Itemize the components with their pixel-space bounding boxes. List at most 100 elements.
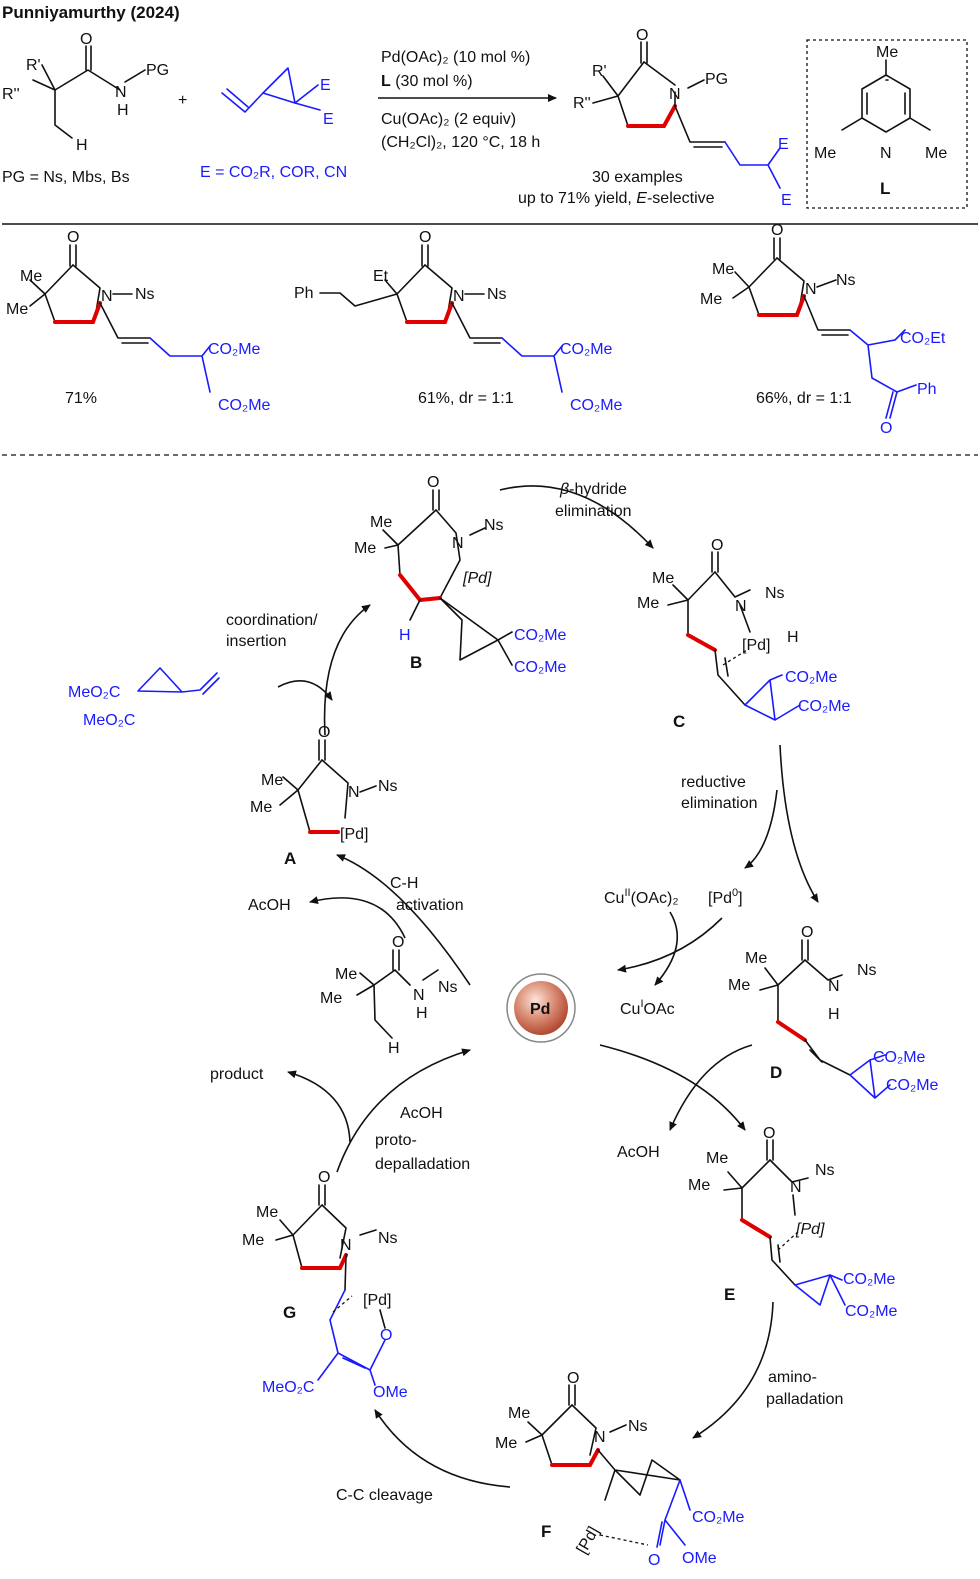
g-ome: OMe [373,1384,408,1401]
e-pd: [Pd] [795,1221,825,1238]
ligand-me-right: Me [925,145,947,162]
f-n: N [594,1429,606,1446]
step-coordination: coordination/ [226,612,318,629]
sm-ns: Ns [438,979,458,996]
condition-1: Pd(OAc)₂ (10 mol %) [381,49,530,66]
pg-definition-text: PG = Ns, Mbs, Bs [2,169,130,186]
e-o: O [763,1125,775,1142]
example-2-sub2: Ph [294,285,314,302]
c-g1: CO₂Me [785,669,838,686]
d-me1: Me [745,950,767,967]
intermediate-d: O N Ns H Me Me CO₂Me CO₂Me D [728,924,939,1099]
c-o: O [711,537,723,554]
condition-2: L (30 mol %) [381,73,473,90]
example-1-yield: 71% [65,390,97,407]
d-label: D [770,1063,782,1082]
ligand-structure: Me Me Me N L [814,44,947,198]
step-ch: C-H [390,875,418,892]
sm-me2: Me [320,990,342,1007]
b-me1: Me [370,514,392,531]
example-2: O N Ns Et Ph CO₂Me CO₂Me 61%, dr = 1:1 [294,229,623,414]
e-me1: Me [706,1150,728,1167]
example-1-ns: Ns [135,286,155,303]
product-e2: E [781,192,792,209]
pd0-ox: 0 [732,887,738,899]
example-3-sub1: Me [712,261,734,278]
f-o2: O [648,1552,660,1569]
b-g2: CO₂Me [514,659,567,676]
example-3-yield: 66%, dr = 1:1 [756,390,852,407]
summary-yield: up to 71% yield, E-selective [518,190,715,207]
e-label: E [724,1285,735,1304]
a-me1: Me [261,772,283,789]
d-g1: CO₂Me [873,1049,926,1066]
reagent-e2: E [323,111,334,128]
example-1-n: N [101,288,113,305]
d-g2: CO₂Me [886,1077,939,1094]
ligand-me-top: Me [876,44,898,61]
example-3-g1: CO₂Et [900,330,946,347]
c-label: C [673,712,685,731]
species-acoh-3: AcOH [617,1144,660,1161]
example-2-g1: CO₂Me [560,341,613,358]
cycle-arrows [277,485,819,1488]
cu2-symbol: Cu [604,890,624,907]
pd0-symbol: [Pd [708,890,732,907]
b-pd: [Pd] [462,570,492,587]
cycle-starting-amide: O N Ns H H Me Me [320,934,458,1057]
summary-examples: 30 examples [592,169,683,186]
b-label: B [410,653,422,672]
ligand-label: L [880,179,890,198]
g-n: N [340,1237,352,1254]
e-n: N [790,1179,802,1196]
b-o: O [427,474,439,491]
substrate-nh: H [117,102,129,119]
vcp-g1: MeO₂C [68,684,120,701]
ligand-loading: (30 mol %) [391,73,473,90]
g-me1: Me [256,1204,278,1221]
cu1-symbol: Cu [620,1001,640,1018]
intermediate-b: O N Ns [Pd] Me Me H CO₂Me CO₂Me B [354,474,567,676]
c-n: N [735,598,747,615]
species-pd0: [Pd0] [708,887,743,907]
g-pd: [Pd] [363,1292,391,1309]
example-2-yield: 61%, dr = 1:1 [418,390,514,407]
f-o: O [567,1370,579,1387]
substrate: O N H PG R' R'' H PG [2,31,169,154]
substrate-r1: R' [26,57,41,74]
b-ns: Ns [484,517,504,534]
a-pd: [Pd] [340,826,368,843]
b-me2: Me [354,540,376,557]
example-1: O N Ns Me Me CO₂Me CO₂Me 71% [6,229,271,414]
a-ns: Ns [378,778,398,795]
sm-nh: H [416,1005,428,1022]
example-1-o: O [67,229,79,246]
substrate-r2: R'' [2,86,20,103]
example-2-ns: Ns [487,286,507,303]
c-g2: CO₂Me [798,698,851,715]
ligand-n: N [880,145,892,162]
plus-sign: + [178,92,187,109]
step-beta-elimination: elimination [555,503,631,520]
sm-ch: H [388,1040,400,1057]
substrate-pg: PG [146,62,169,79]
pd-catalyst-center: Pd [506,973,576,1043]
example-3: O N Ns Me Me CO₂Et Ph O 66%, dr = 1:1 [700,222,946,437]
reagent-e1: E [320,77,331,94]
example-2-g2: CO₂Me [570,397,623,414]
e-definition: E = CO₂R, COR, CN [200,164,347,181]
e-g1: CO₂Me [843,1271,896,1288]
example-3-n: N [805,281,817,298]
step-palladation: palladation [766,1391,843,1408]
d-n: N [828,978,840,995]
ligand-box [806,39,968,209]
step-elimination: elimination [681,795,757,812]
step-proto: proto- [375,1132,417,1149]
example-2-o: O [419,229,431,246]
summary-yield-b: E [636,190,647,207]
c-me1: Me [652,570,674,587]
pd-center-label: Pd [530,1001,550,1018]
g-label: G [283,1303,296,1322]
example-3-g3: O [880,420,892,437]
